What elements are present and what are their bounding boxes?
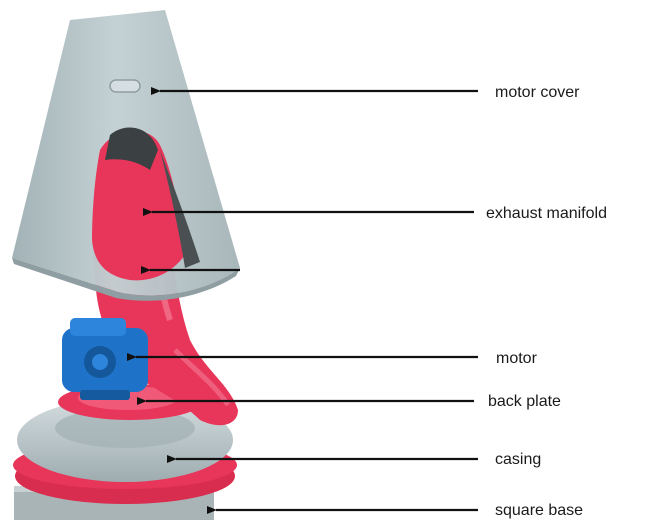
- label-exhaust-manifold: exhaust manifold: [486, 205, 607, 223]
- label-square-base: square base: [495, 502, 583, 520]
- motor: [62, 318, 148, 400]
- label-back-plate: back plate: [488, 393, 561, 411]
- label-motor-cover: motor cover: [495, 84, 579, 102]
- motor-cover: [12, 10, 240, 301]
- label-motor: motor: [496, 350, 537, 368]
- label-casing: casing: [495, 451, 541, 469]
